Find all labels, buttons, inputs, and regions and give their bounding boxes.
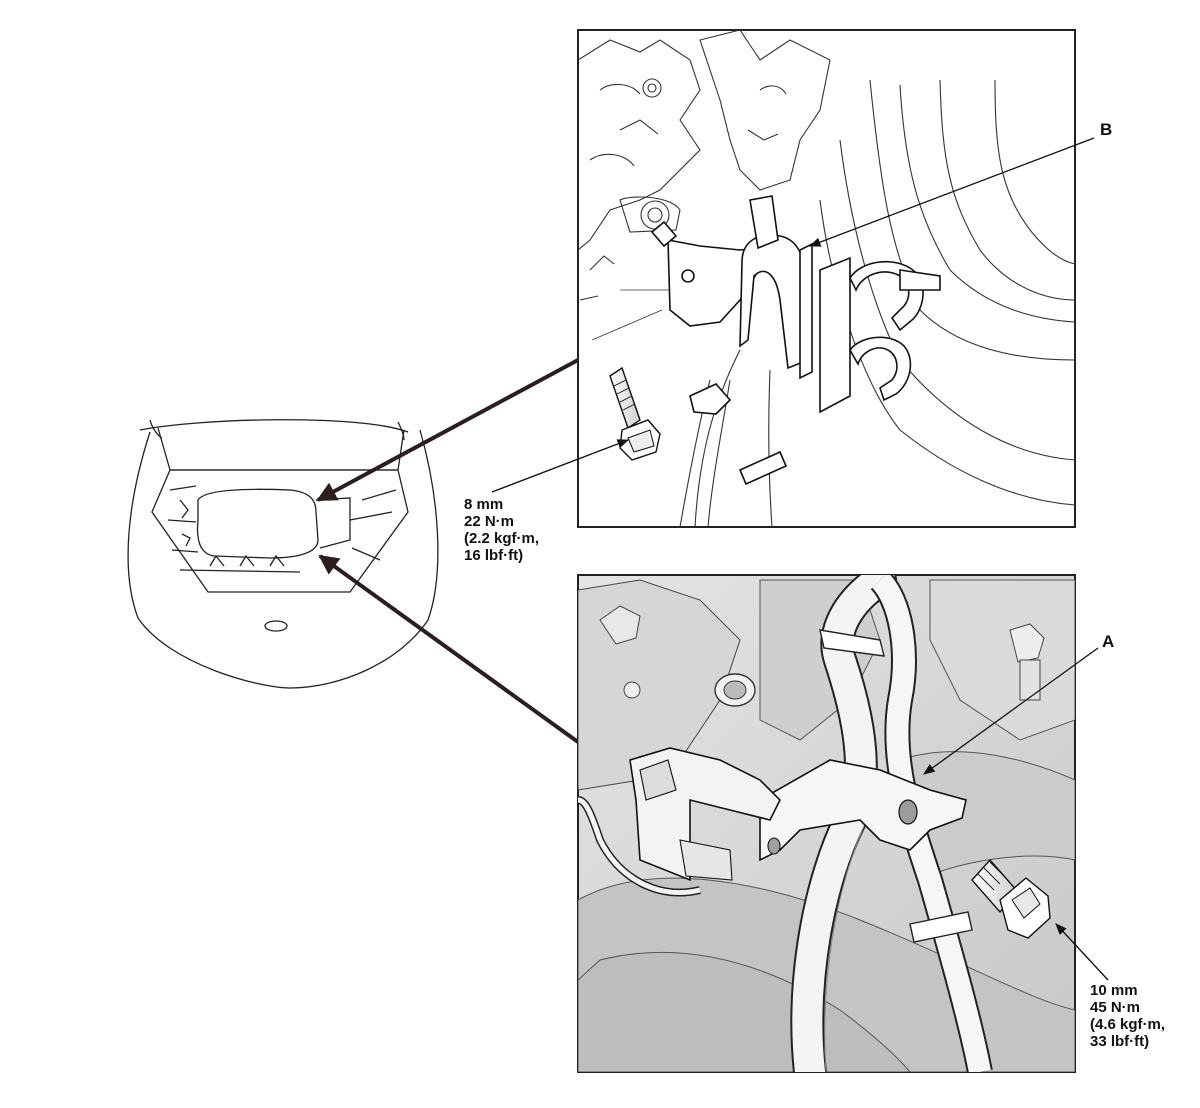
leader-line-a (923, 647, 1099, 775)
torque-lower-size: 10 mm (1090, 982, 1138, 999)
torque-upper-lbfft: 16 lbf·ft) (464, 547, 524, 564)
bolt-8mm (609, 366, 661, 461)
upper-detail-panel (577, 29, 1076, 528)
torque-lower-kgfm: (4.6 kgf·m, (1090, 1016, 1166, 1033)
label-b: B (1100, 120, 1113, 139)
torque-spec-lower: 10 mm 45 N·m (4.6 kgf·m, 33 lbf·ft) (1090, 982, 1165, 1050)
leader-line-b (808, 137, 1095, 247)
leader-line-torque-lower (1055, 923, 1109, 981)
torque-upper-kgfm: (2.2 kgf·m, (464, 530, 540, 547)
torque-spec-upper: 8 mm 22 N·m (2.2 kgf·m, 16 lbf·ft) (464, 496, 539, 564)
pointer-arrow-lower (318, 554, 580, 744)
pointer-arrow-upper (316, 358, 579, 502)
lower-detail-panel (577, 574, 1076, 1073)
label-a: A (1102, 632, 1115, 651)
torque-lower-lbfft: 33 lbf·ft) (1090, 1033, 1150, 1050)
torque-lower-nm: 45 N·m (1090, 999, 1141, 1016)
torque-upper-nm: 22 N·m (464, 513, 515, 530)
torque-upper-size: 8 mm (464, 496, 504, 513)
vehicle-overview (127, 419, 439, 689)
leader-line-torque-upper (491, 439, 630, 493)
bolt-10mm (971, 858, 1051, 939)
